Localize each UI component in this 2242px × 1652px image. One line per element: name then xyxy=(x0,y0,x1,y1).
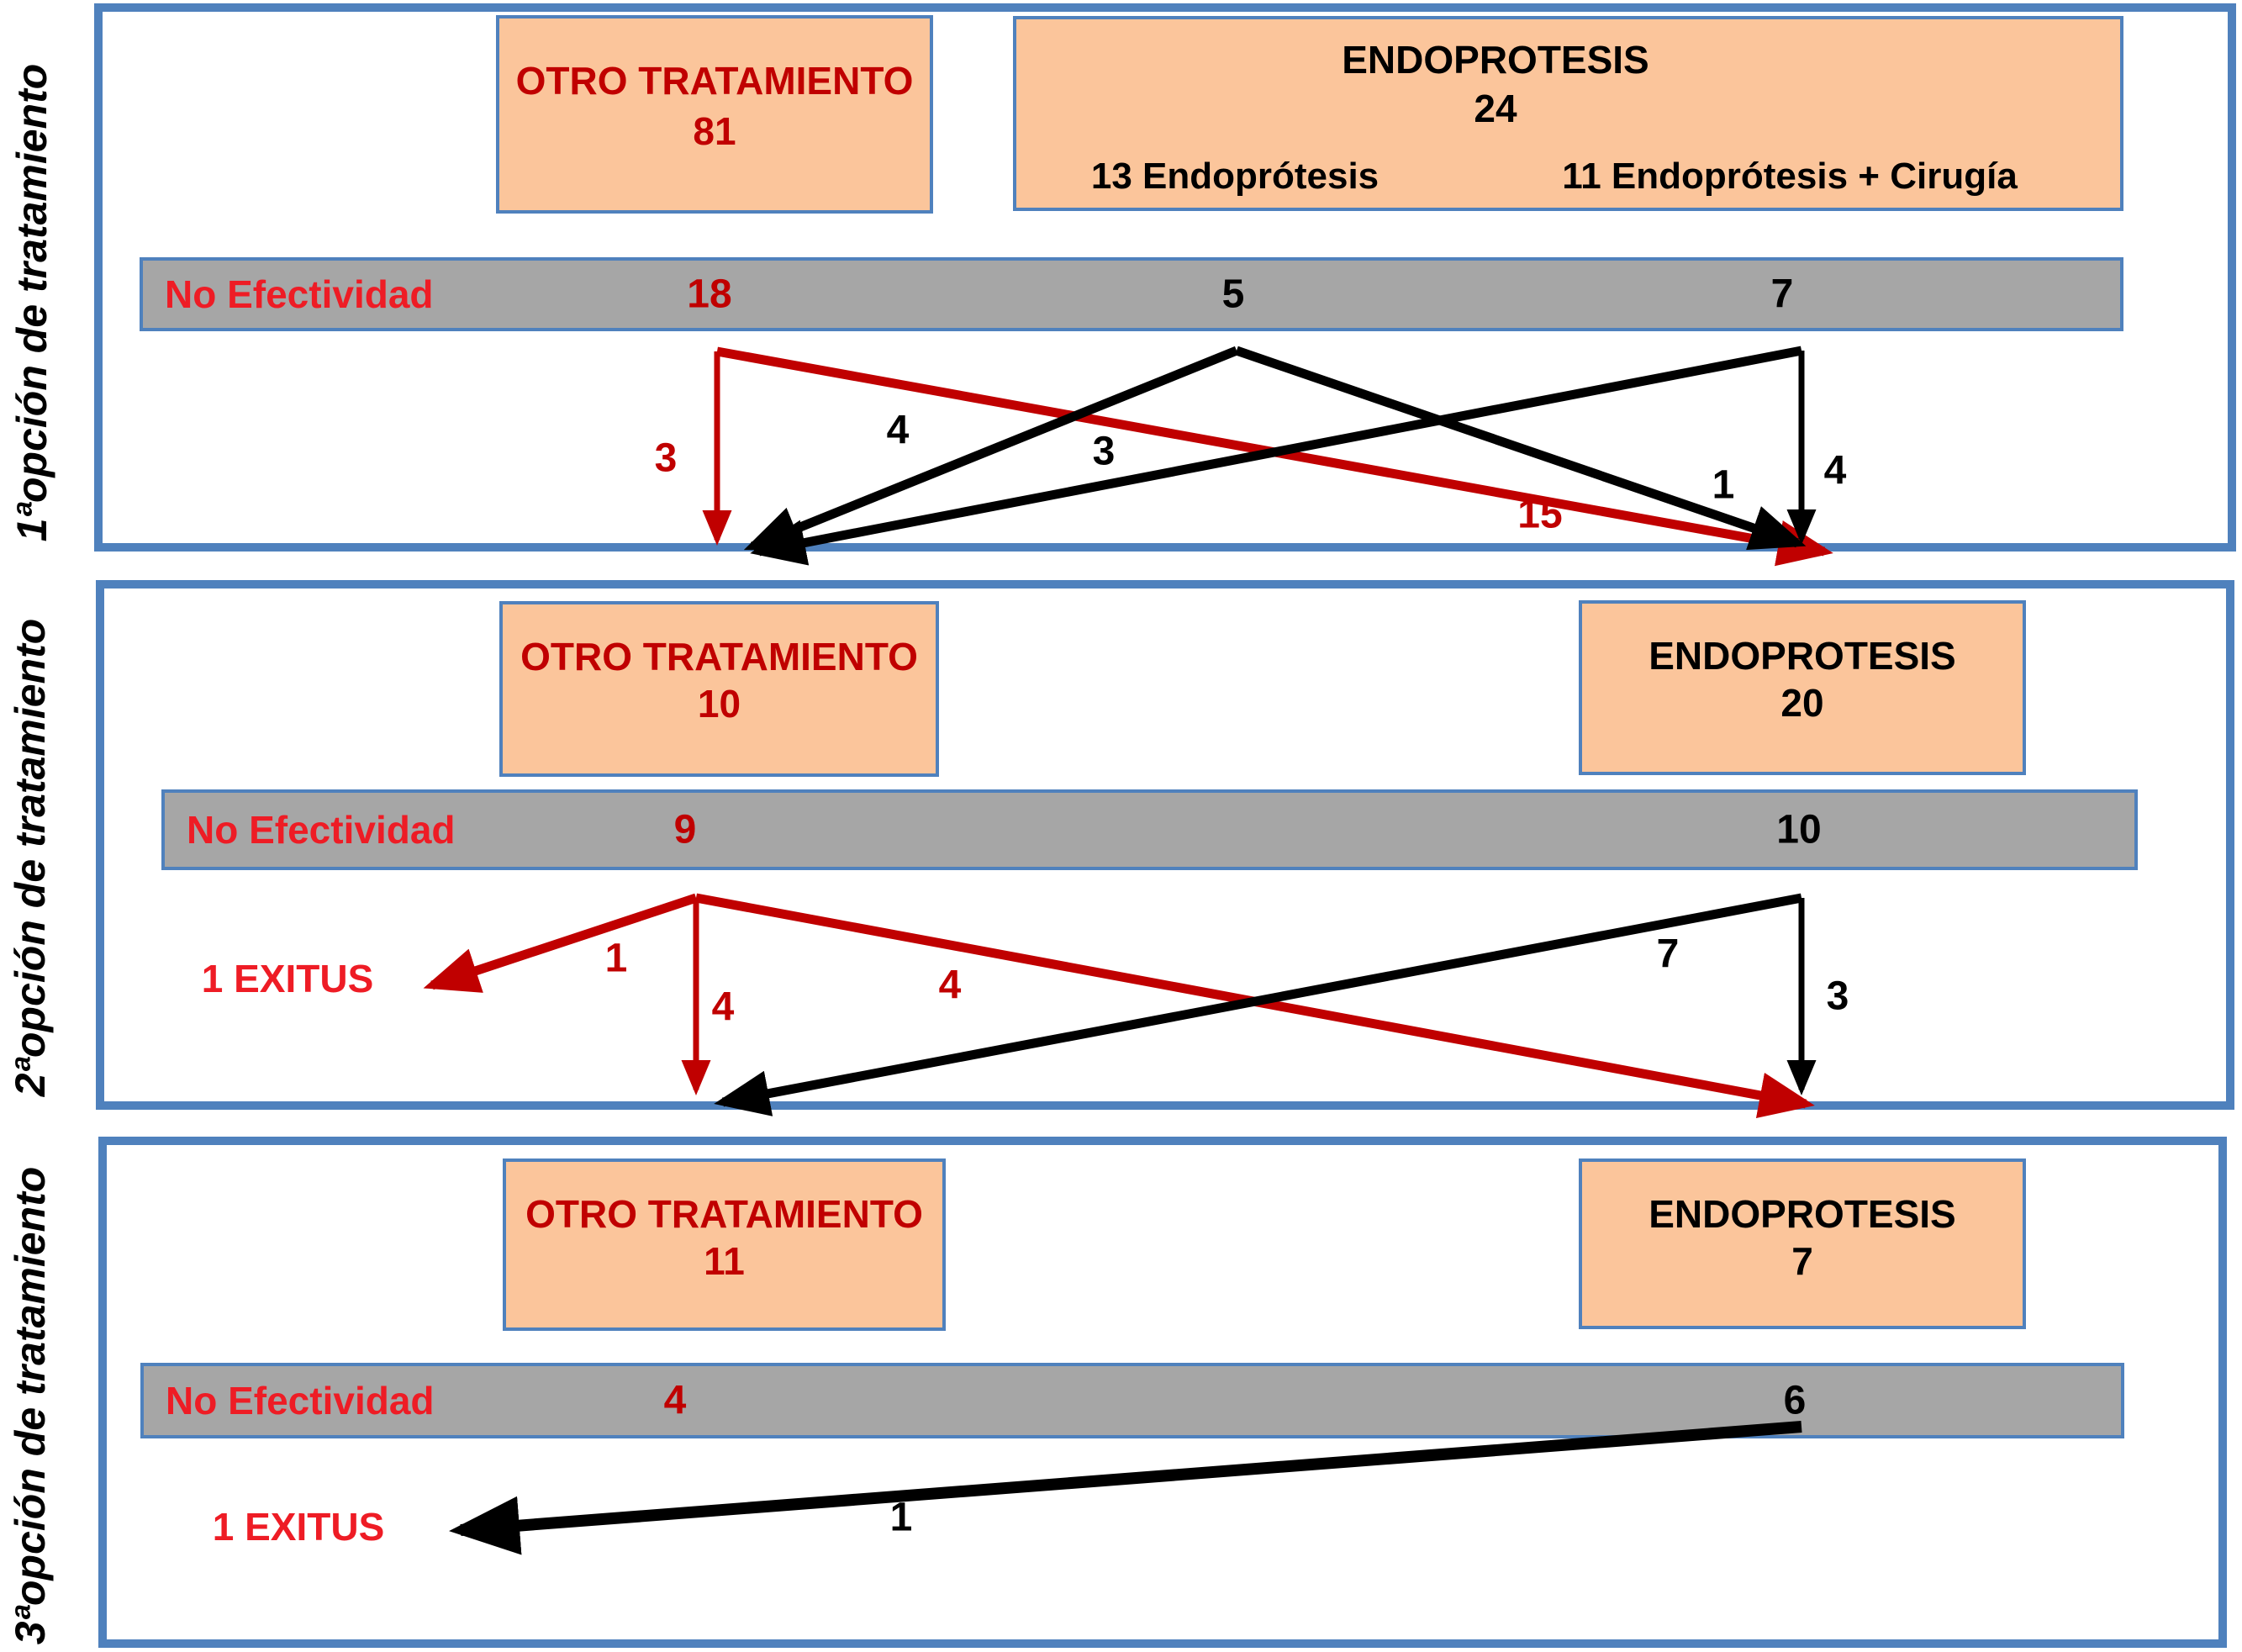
bar-value: 9 xyxy=(673,807,697,852)
box-title: ENDOPROTESIS xyxy=(1342,38,1649,82)
box-title: ENDOPROTESIS xyxy=(1649,634,1956,678)
endoprotesis-box: ENDOPROTESIS 24 13 Endoprótesis 11 Endop… xyxy=(1013,16,2123,211)
bar-label: No Efectividad xyxy=(166,1379,435,1422)
bar-value: 6 xyxy=(1783,1378,1807,1423)
bar-label: No Efectividad xyxy=(187,808,456,852)
panel-option-1: OTRO TRATAMIENTO 81 ENDOPROTESIS 24 13 E… xyxy=(94,3,2236,552)
exitus-label: 1 EXITUS xyxy=(212,1505,385,1549)
box-value: 7 xyxy=(1791,1239,1813,1283)
side-label-option-3: 3ªopción de tratamiento xyxy=(7,1166,54,1645)
box-value: 20 xyxy=(1780,681,1824,725)
bar-value: 5 xyxy=(1221,272,1245,317)
exitus-label: 1 EXITUS xyxy=(201,957,374,1000)
endoprotesis-sub-right: 11 Endoprótesis + Cirugía xyxy=(1562,156,2018,197)
endoprotesis-box: ENDOPROTESIS 20 xyxy=(1579,600,2026,775)
box-title: ENDOPROTESIS xyxy=(1649,1192,1956,1236)
endoprotesis-box: ENDOPROTESIS 7 xyxy=(1579,1159,2026,1329)
bar-value: 18 xyxy=(687,272,732,317)
bar-value: 7 xyxy=(1770,272,1794,317)
side-label-option-2: 2ªopción de tratamiento xyxy=(7,618,54,1097)
otro-tratamiento-box: OTRO TRATAMIENTO 10 xyxy=(499,601,939,777)
box-title: OTRO TRATAMIENTO xyxy=(515,59,914,103)
no-efectividad-bar: No Efectividad 4 6 xyxy=(140,1363,2124,1438)
panel-option-2: OTRO TRATAMIENTO 10 ENDOPROTESIS 20 No E… xyxy=(96,580,2234,1110)
box-value: 11 xyxy=(704,1239,745,1283)
bar-value: 4 xyxy=(663,1378,687,1423)
box-title: OTRO TRATAMIENTO xyxy=(520,635,918,678)
no-efectividad-bar: No Efectividad 18 5 7 xyxy=(140,257,2123,331)
bar-label: No Efectividad xyxy=(165,272,434,316)
otro-tratamiento-box: OTRO TRATAMIENTO 11 xyxy=(503,1159,946,1331)
box-value: 81 xyxy=(693,109,736,153)
box-title: OTRO TRATAMIENTO xyxy=(525,1192,923,1236)
no-efectividad-bar: No Efectividad 9 10 xyxy=(161,789,2138,870)
panel-option-3: OTRO TRATAMIENTO 11 ENDOPROTESIS 7 No Ef… xyxy=(98,1137,2227,1648)
box-value: 10 xyxy=(697,682,741,726)
otro-tratamiento-box: OTRO TRATAMIENTO 81 xyxy=(496,15,933,214)
bar-value: 10 xyxy=(1776,807,1822,852)
side-label-option-1: 1ªopción de tratamiento xyxy=(8,63,55,542)
endoprotesis-sub-left: 13 Endoprótesis xyxy=(1090,156,1379,197)
box-value: 24 xyxy=(1474,87,1517,130)
